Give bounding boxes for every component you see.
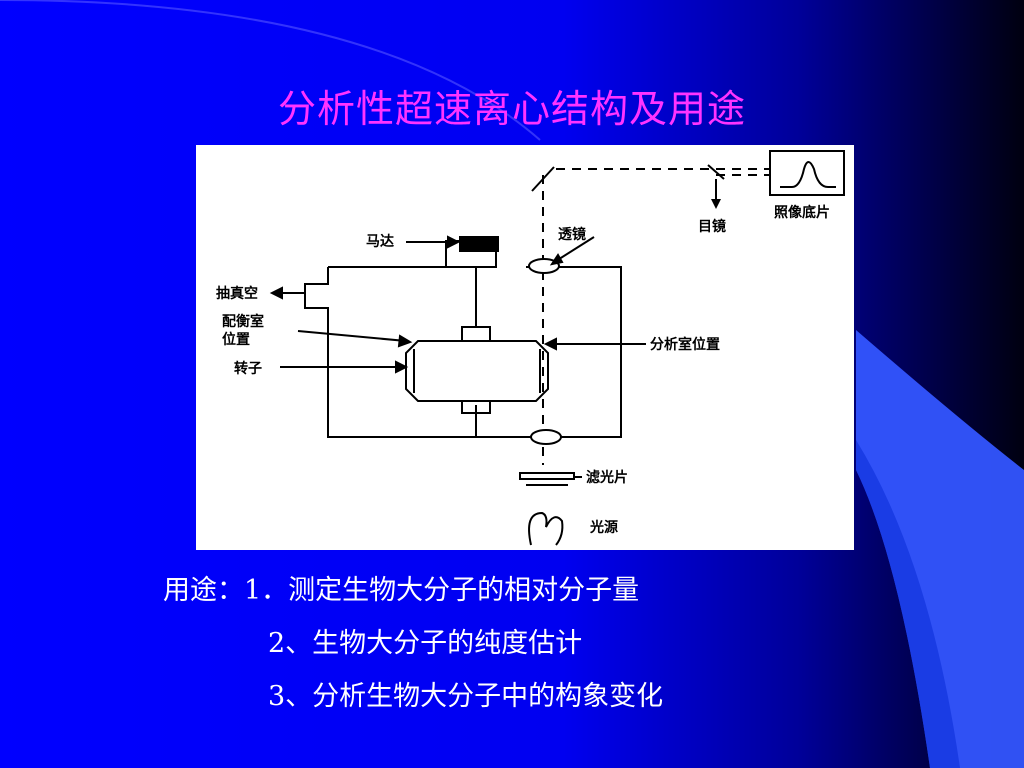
label-eyepiece: 目镜 — [698, 218, 726, 235]
uses-line-3: 3、分析生物大分子中的构象变化 — [268, 681, 664, 712]
label-cell-position: 分析室位置 — [650, 336, 720, 353]
slide-title: 分析性超速离心结构及用途 — [277, 87, 746, 131]
uses-line-1: 用途：1．测定生物大分子的相对分子量 — [163, 575, 640, 606]
centrifuge-diagram: 马达 透镜 抽真空 配衡室 位置 转子 目镜 照像底片 分析室位置 滤光片 光源 — [196, 145, 854, 550]
label-light-source: 光源 — [589, 519, 618, 536]
uses-line-2: 2、生物大分子的纯度估计 — [268, 628, 583, 659]
label-photo-film: 照像底片 — [774, 204, 830, 221]
label-lens: 透镜 — [558, 226, 586, 243]
label-vacuum: 抽真空 — [216, 285, 258, 302]
label-filter: 滤光片 — [586, 469, 628, 486]
label-balance-position: 配衡室 位置 — [222, 313, 269, 348]
label-rotor: 转子 — [234, 360, 262, 377]
label-motor: 马达 — [366, 233, 394, 250]
